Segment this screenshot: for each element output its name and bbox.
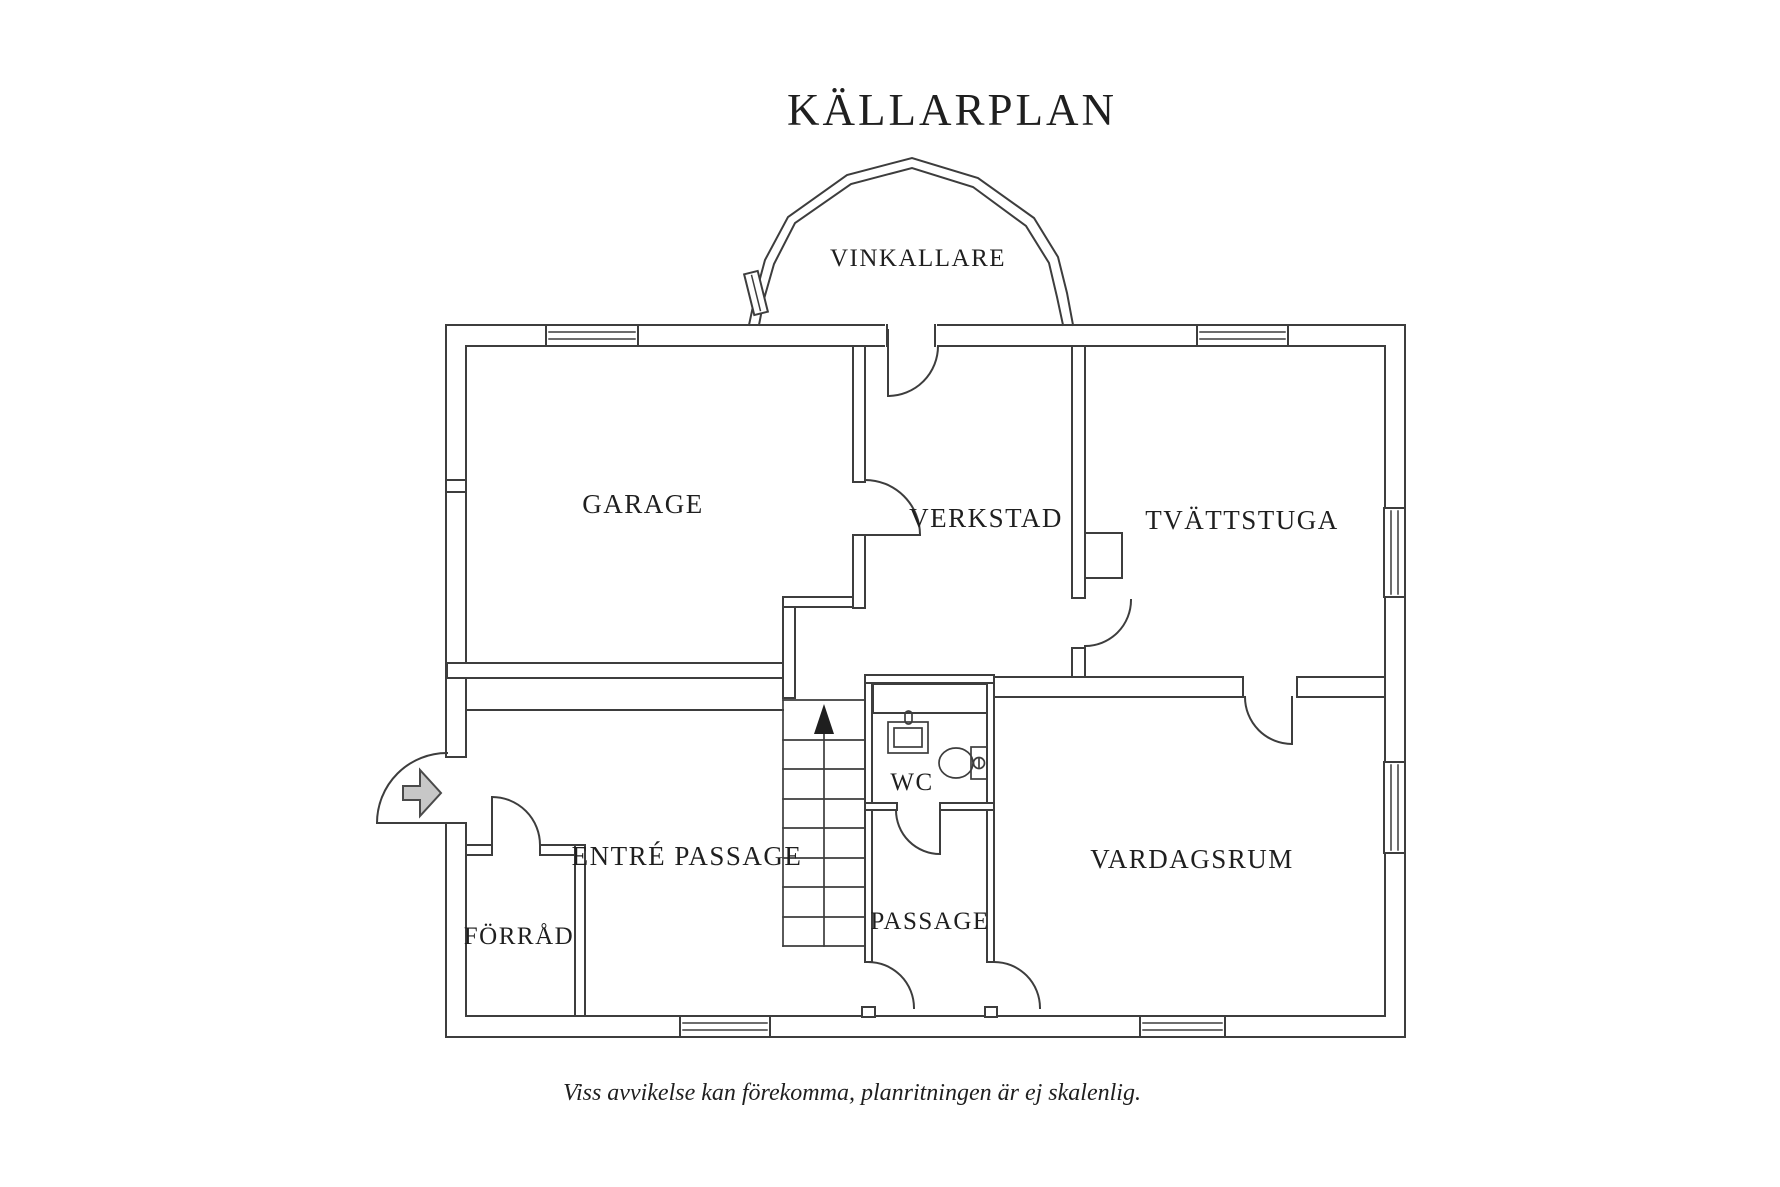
room-label-verkstad: VERKSTAD [909, 503, 1063, 533]
sink-icon [887, 710, 929, 754]
vinkallare-arch-walls [742, 156, 1075, 327]
stairs-up-arrow-icon [814, 704, 834, 734]
wall-forrad-top-left [465, 844, 493, 856]
window-symbol-tvattstuga-right [1383, 507, 1406, 598]
window-symbol-garage-top [545, 324, 639, 347]
tvattstuga-closet [1084, 532, 1123, 579]
room-label-vardagsrum: VARDAGSRUM [1090, 844, 1294, 874]
room-label-forrad: FÖRRÅD [464, 923, 574, 950]
door-passage-vardagsrum [992, 960, 1042, 1010]
interior-walls [445, 345, 1386, 1018]
wall-stub-passage-right [984, 1006, 998, 1018]
wall-wc-bottom-left [864, 802, 898, 811]
window-symbol-vardagsrum-right [1383, 761, 1406, 854]
wc-cabinet [872, 683, 988, 714]
wall-openings [444, 323, 937, 822]
doors [375, 329, 1294, 1010]
room-label-entre-passage: ENTRÉ PASSAGE [572, 841, 803, 871]
wall-stub-passage-left [861, 1006, 876, 1018]
entrance-arrow-icon [402, 767, 443, 819]
disclaimer-footnote: Viss avvikelse kan förekomma, planritnin… [563, 1080, 1141, 1106]
window-symbol-vardagsrum-bottom [1139, 1015, 1226, 1038]
wall-landing-left [782, 606, 796, 699]
wall-passage-right [986, 682, 995, 963]
wall-tvattstuga-left-stub [1071, 647, 1086, 678]
toilet-icon [938, 746, 988, 780]
window-symbol-entre-bottom [679, 1015, 771, 1038]
stairs [782, 699, 866, 947]
wall-garage-bottom [446, 662, 784, 679]
plan-linework [375, 156, 1406, 1038]
wc-fixtures [887, 710, 988, 780]
door-forrad [490, 795, 542, 847]
wall-verkstad-left-upper [852, 345, 866, 483]
wall-vardagsrum-top-left [993, 676, 1244, 698]
wall-left-notch [445, 479, 467, 493]
room-label-garage: GARAGE [582, 489, 704, 519]
door-vinkallare [886, 329, 940, 398]
room-label-vinkallare: VINKALLARE [830, 245, 1006, 272]
window-symbol-tvattstuga-top [1196, 324, 1289, 347]
wall-tvattstuga-left [1071, 345, 1086, 599]
room-label-passage: PASSAGE [870, 908, 989, 935]
door-tvattstuga [1083, 598, 1133, 648]
door-wc [894, 806, 942, 856]
door-vardagsrum-top [1243, 695, 1294, 746]
arch-window-symbol [742, 269, 770, 317]
door-garage-verkstad [863, 478, 922, 537]
door-passage-entre [866, 960, 916, 1010]
room-label-tvattstuga: TVÄTTSTUGA [1145, 505, 1338, 535]
wall-wc-top [864, 674, 995, 684]
wall-vardagsrum-top-right [1296, 676, 1386, 698]
window-symbols [545, 324, 1406, 1038]
wall-verkstad-left-lower [852, 534, 866, 609]
page-title: KÄLLARPLAN [787, 85, 1117, 135]
wall-wc-bottom-right [939, 802, 995, 811]
door-entrance [375, 751, 467, 825]
wall-forrad-right [574, 844, 586, 1017]
room-label-wc: WC [890, 769, 933, 796]
